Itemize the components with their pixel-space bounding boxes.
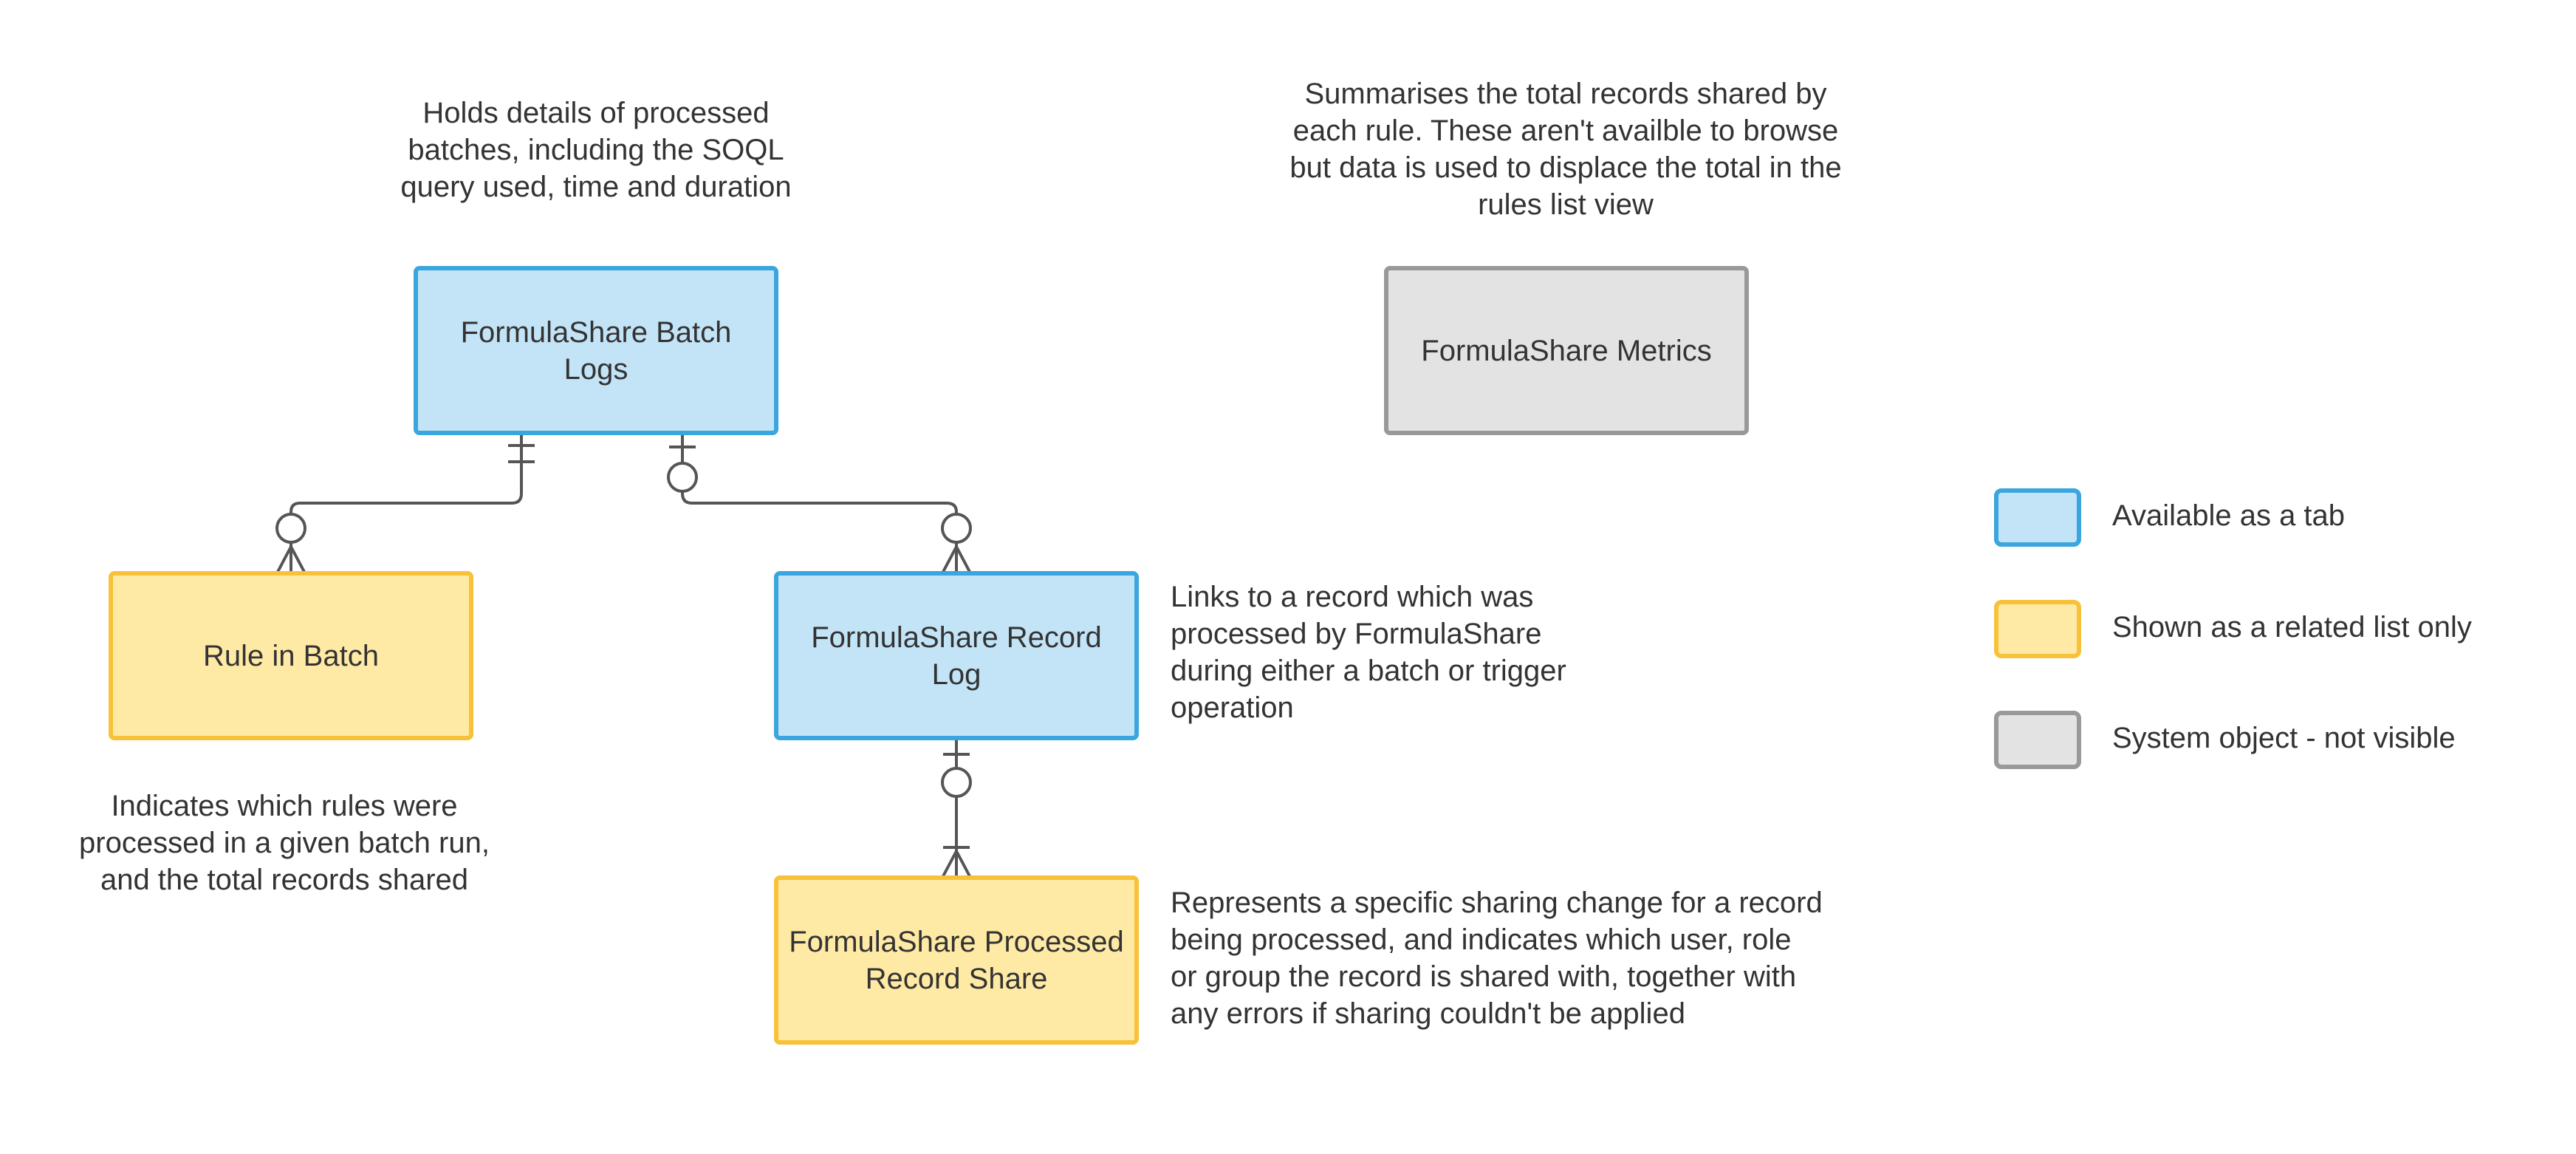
- note-line: Links to a record which was: [1171, 581, 1534, 613]
- note-line: Summarises the total records shared by: [1304, 78, 1827, 110]
- note-line: any errors if sharing couldn't be applie…: [1171, 997, 1685, 1030]
- mark-many-c: [942, 850, 958, 877]
- note-line: or group the record is shared with, toge…: [1171, 960, 1797, 993]
- note-line: being processed, and indicates which use…: [1171, 923, 1792, 956]
- entity-record-log-label: FormulaShare Record Log: [811, 621, 1102, 691]
- note-record-log: Links to a record which was processed by…: [1171, 578, 1688, 726]
- note-line: batches, including the SOQL: [408, 134, 784, 166]
- note-metrics: Summarises the total records shared by e…: [1233, 75, 1898, 223]
- legend-label: Available as a tab: [2112, 499, 2346, 532]
- note-line: during either a batch or trigger: [1171, 655, 1566, 687]
- entity-processed-record-share-label: FormulaShare Processed Record Share: [789, 925, 1124, 995]
- note-line: processed in a given batch run,: [79, 827, 490, 859]
- note-line: Indicates which rules were: [111, 790, 458, 822]
- mark-zero: [275, 513, 306, 544]
- entity-metrics: FormulaShare Metrics: [1384, 266, 1749, 435]
- legend-item-system: System object - not visible: [1994, 711, 2511, 774]
- entity-record-log: FormulaShare Record Log: [774, 571, 1139, 740]
- mark-many-b: [942, 546, 958, 573]
- note-line: operation: [1171, 692, 1294, 724]
- entity-metrics-label: FormulaShare Metrics: [1421, 334, 1712, 367]
- note-rule-in-batch: Indicates which rules were processed in …: [30, 788, 539, 898]
- legend-swatch-yellow: [1994, 600, 2081, 658]
- note-line: query used, time and duration: [400, 171, 792, 203]
- note-line: rules list view: [1478, 188, 1654, 221]
- entity-batch-logs: FormulaShare Batch Logs: [414, 266, 778, 435]
- entity-batch-logs-label: FormulaShare Batch Logs: [460, 315, 732, 386]
- mark-many: [276, 546, 292, 573]
- legend-item-related-list: Shown as a related list only: [1994, 600, 2511, 663]
- entity-rule-in-batch-label: Rule in Batch: [203, 639, 379, 672]
- note-batch-logs: Holds details of processed batches, incl…: [340, 95, 852, 205]
- note-line: processed by FormulaShare: [1171, 618, 1542, 650]
- note-line: and the total records shared: [100, 864, 469, 896]
- mark-zero-b: [667, 462, 698, 493]
- connector-batchlogs-ruleinbatch: [290, 433, 523, 520]
- note-line: but data is used to displace the total i…: [1289, 151, 1842, 184]
- legend-item-tab: Available as a tab: [1994, 488, 2511, 552]
- legend-label: System object - not visible: [2112, 722, 2456, 754]
- note-processed-record-share: Represents a specific sharing change for…: [1171, 884, 1909, 1032]
- entity-processed-record-share: FormulaShare Processed Record Share: [774, 875, 1139, 1045]
- mark-zero-c: [941, 513, 972, 544]
- legend-swatch-blue: [1994, 488, 2081, 547]
- entity-rule-in-batch: Rule in Batch: [109, 571, 473, 740]
- legend-swatch-grey: [1994, 711, 2081, 769]
- mark-zero-d: [941, 767, 972, 798]
- note-line: Holds details of processed: [422, 97, 770, 129]
- note-line: Represents a specific sharing change for…: [1171, 887, 1823, 919]
- legend-label: Shown as a related list only: [2112, 611, 2472, 643]
- note-line: each rule. These aren't availble to brow…: [1292, 115, 1839, 147]
